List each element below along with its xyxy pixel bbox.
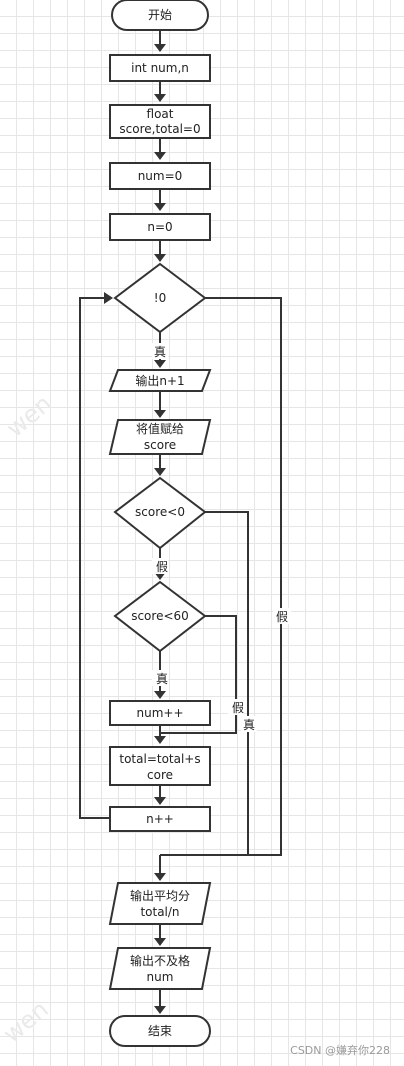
inc-num-node: num++ <box>109 700 211 726</box>
inc-num-label: num++ <box>136 706 183 720</box>
false-label: 假 <box>276 610 288 624</box>
init-n-label: n=0 <box>147 220 172 234</box>
loop-condition-decision: !0 <box>113 262 207 334</box>
inc-n-label: n++ <box>146 812 174 826</box>
input-score-label-1: 将值赋给 <box>136 421 184 436</box>
init-num-label: num=0 <box>138 169 183 183</box>
output-n-label: 输出n+1 <box>135 373 184 388</box>
output-avg-node: 输出平均分 total/n <box>108 882 212 925</box>
output-avg-label-2: total/n <box>140 905 179 919</box>
input-score-node: 将值赋给 score <box>108 419 212 455</box>
declare-int-label: int num,n <box>131 61 189 75</box>
csdn-watermark: CSDN @嫌弃你228 <box>290 1044 390 1057</box>
init-num-node: num=0 <box>109 162 211 190</box>
total-node: total=total+s core <box>109 746 211 786</box>
end-node: 结束 <box>109 1015 211 1047</box>
false-label: 假 <box>156 560 168 574</box>
inc-n-node: n++ <box>109 806 211 832</box>
output-fail-label-1: 输出不及格 <box>130 953 190 968</box>
output-n-node: 输出n+1 <box>108 369 212 392</box>
total-label-2: core <box>147 768 173 782</box>
watermark-text: wen <box>0 995 54 1048</box>
score-lt0-decision: score<0 <box>113 476 207 550</box>
watermark-text: wen <box>1 389 57 442</box>
declare-float-label-2: score,total=0 <box>119 122 200 136</box>
declare-float-node: float score,total=0 <box>109 104 211 139</box>
score-lt60-label: score<60 <box>131 609 189 623</box>
score-lt60-decision: score<60 <box>113 580 207 653</box>
end-label: 结束 <box>148 1024 172 1038</box>
declare-int-node: int num,n <box>109 54 211 82</box>
true-label: 真 <box>243 718 255 732</box>
output-fail-label-2: num <box>147 970 174 984</box>
loop-condition-label: !0 <box>154 291 166 305</box>
output-avg-label-1: 输出平均分 <box>130 888 190 903</box>
true-label: 真 <box>156 672 168 686</box>
arrowheads <box>104 44 166 1014</box>
false-label: 假 <box>232 701 244 715</box>
output-fail-node: 输出不及格 num <box>108 947 212 990</box>
true-label: 真 <box>154 345 166 359</box>
start-node: 开始 <box>111 0 209 31</box>
declare-float-label-1: float <box>147 107 174 121</box>
init-n-node: n=0 <box>109 213 211 241</box>
input-score-label-2: score <box>144 438 176 452</box>
start-label: 开始 <box>148 8 172 22</box>
total-label-1: total=total+s <box>119 752 200 766</box>
score-lt0-label: score<0 <box>135 505 185 519</box>
